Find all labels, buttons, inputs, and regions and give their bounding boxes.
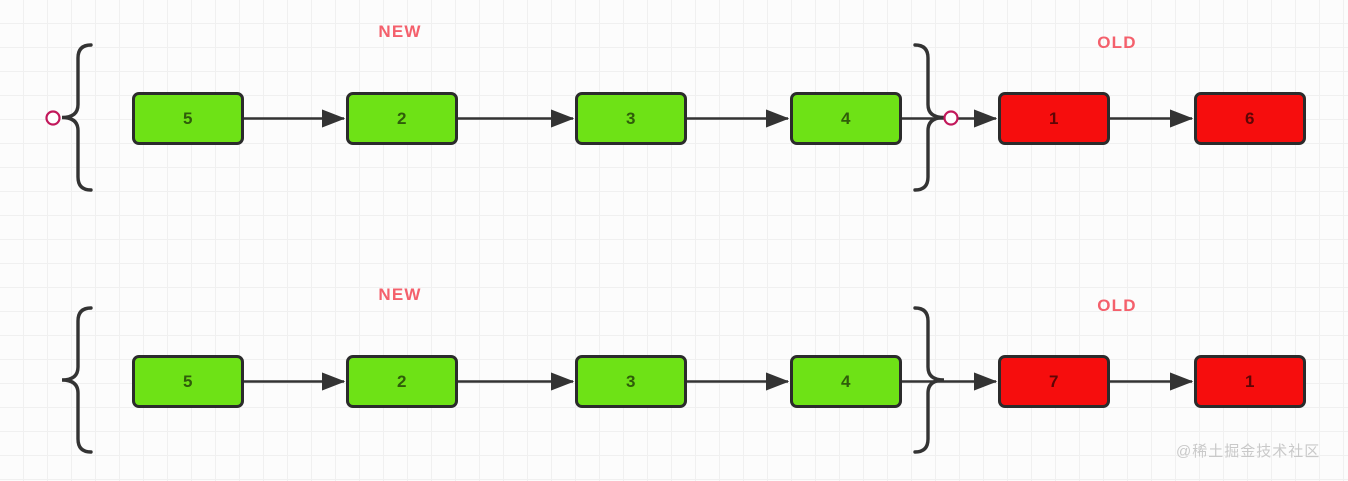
watermark: @稀土掘金技术社区 bbox=[1176, 443, 1321, 460]
list-node: 1 bbox=[1194, 355, 1306, 408]
start-marker bbox=[45, 110, 61, 126]
list-node: 6 bbox=[1194, 92, 1306, 145]
list-node: 1 bbox=[998, 92, 1110, 145]
segment-label: OLD bbox=[1097, 33, 1137, 52]
segment-label: OLD bbox=[1097, 296, 1137, 315]
segment-label: NEW bbox=[378, 285, 422, 304]
right-brace bbox=[913, 306, 945, 454]
list-node: 3 bbox=[575, 92, 687, 145]
left-brace bbox=[61, 43, 93, 192]
list-node: 4 bbox=[790, 355, 902, 408]
list-node: 4 bbox=[790, 92, 902, 145]
list-node: 5 bbox=[132, 355, 244, 408]
right-brace bbox=[913, 43, 945, 192]
list-node: 2 bbox=[346, 355, 458, 408]
list-node: 5 bbox=[132, 92, 244, 145]
list-node: 2 bbox=[346, 92, 458, 145]
list-node: 3 bbox=[575, 355, 687, 408]
segment-label: NEW bbox=[378, 22, 422, 41]
list-node: 7 bbox=[998, 355, 1110, 408]
mid-marker bbox=[943, 110, 959, 126]
connector-layer bbox=[244, 109, 1194, 391]
left-brace bbox=[61, 306, 93, 454]
